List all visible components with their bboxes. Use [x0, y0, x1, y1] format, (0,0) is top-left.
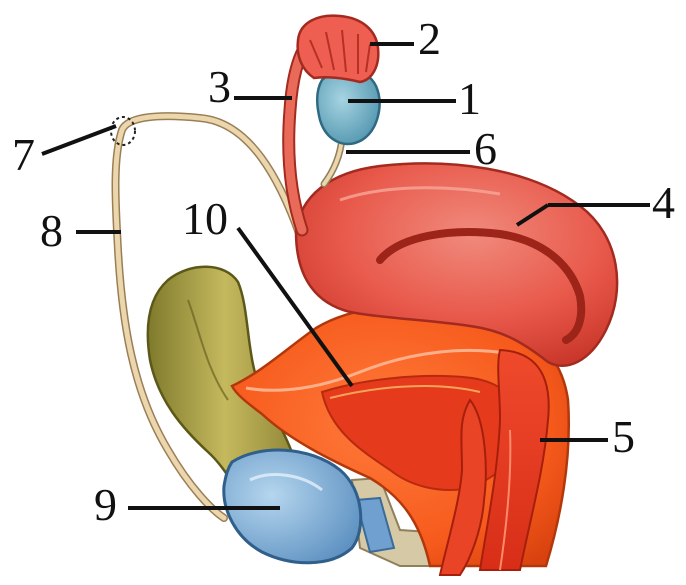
- label-3: 3: [208, 64, 231, 110]
- label-1: 1: [458, 76, 481, 122]
- label-2: 2: [418, 16, 441, 62]
- label-10: 10: [182, 196, 228, 242]
- label-5: 5: [612, 414, 635, 460]
- label-8: 8: [40, 208, 63, 254]
- label-4: 4: [652, 180, 675, 226]
- fimbriae: [298, 16, 379, 82]
- label-9: 9: [94, 482, 117, 528]
- label-6: 6: [474, 126, 497, 172]
- leader-line-7: [42, 126, 116, 154]
- label-7: 7: [12, 132, 35, 178]
